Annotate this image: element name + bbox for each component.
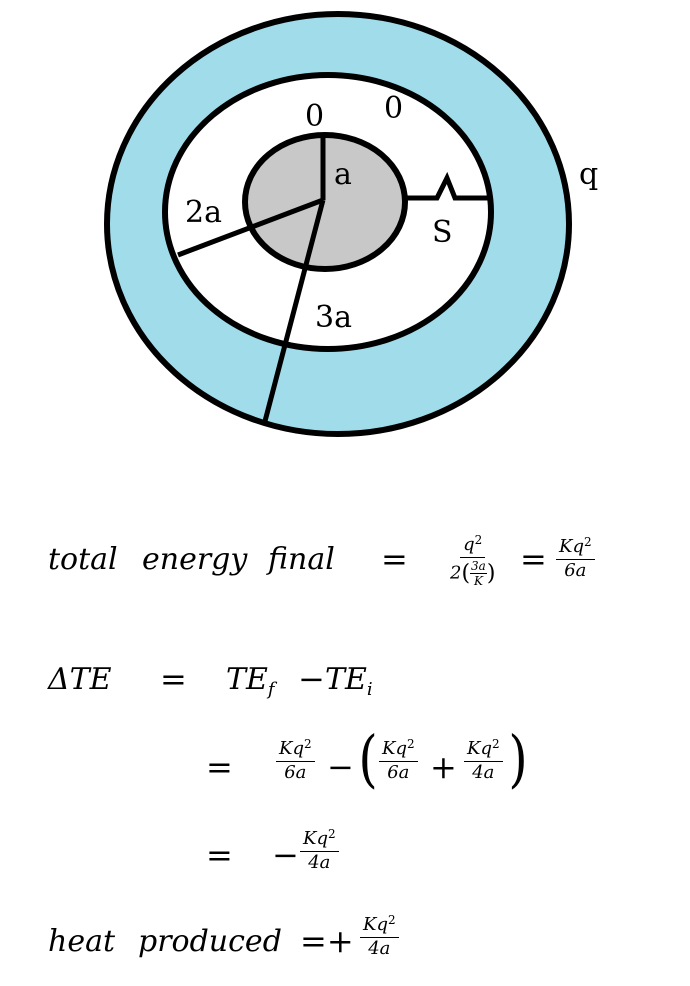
minus-sign: − [272,836,299,874]
te-final: TEf [226,662,275,700]
equals-plus-sign: =+ [300,922,354,960]
word-energy: energy [142,542,248,577]
radius-2a-line [177,197,324,258]
word-produced: produced [138,924,282,959]
label-middle-radius: 2a [185,195,222,230]
label-inner-radius: a [334,157,352,192]
switch-wire [405,171,491,201]
equation-heat-produced: heat produced =+ Kq2 4a [0,906,690,986]
delta-te: ΔTE [48,662,112,697]
equals-sign: = [206,836,233,874]
equation-result: = − Kq2 4a [0,820,690,900]
fraction-Kq2-over-4a: Kq2 4a [464,738,503,783]
equals-sign: = [381,540,408,578]
plus-sign: + [430,748,457,786]
word-heat: heat [48,924,116,959]
label-outer-radius: 3a [315,300,352,335]
equation-difference-expansion: = Kq2 6a − ( Kq2 6a + Kq2 4a ) [0,728,690,808]
equals-sign-2: = [520,540,547,578]
label-zero-left: 0 [305,99,324,134]
label-charge: q [579,157,598,192]
word-final: final [268,542,335,577]
minus-sign: − [327,748,354,786]
word-total: total [48,542,118,577]
fraction-Kq2-over-6a-b: Kq2 6a [379,738,418,783]
fraction-Kq2-over-6a: Kq2 6a [556,536,595,581]
concentric-sphere-diagram: 0 0 a 2a 3a S q [104,11,598,437]
equation-delta-te: ΔTE = TEf − TEi [0,646,690,726]
left-paren: ( [358,722,378,795]
label-switch: S [432,215,453,250]
fraction-Kq2-over-4a: Kq2 4a [300,828,339,873]
right-paren: ) [508,722,528,795]
minus-sign: − [298,660,325,698]
equals-sign: = [160,660,187,698]
radius-3a-line [261,199,326,426]
label-zero-right: 0 [384,91,403,126]
fraction-Kq2-over-6a: Kq2 6a [276,738,315,783]
fraction-Kq2-over-4a: Kq2 4a [360,914,399,959]
te-initial: TEi [325,662,373,700]
equals-sign: = [206,748,233,786]
